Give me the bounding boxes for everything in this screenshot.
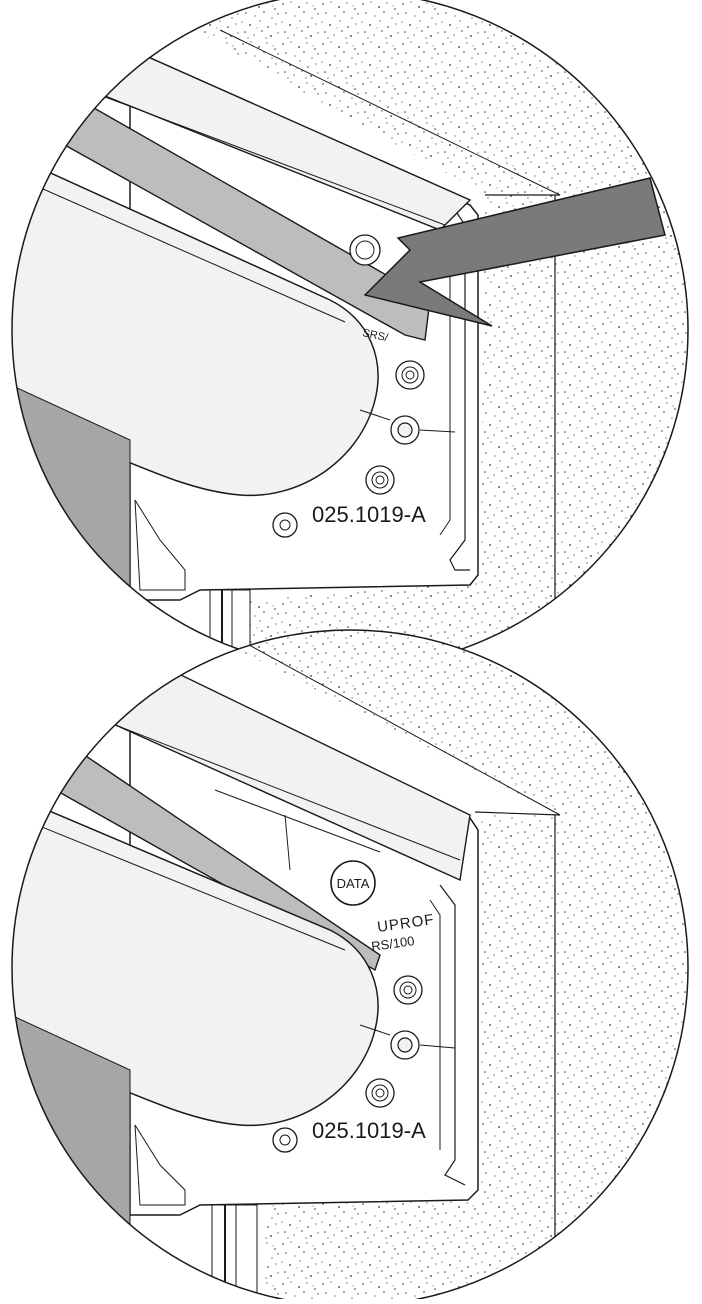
screw-boss-4: [272, 512, 298, 538]
model-label: RS/100: [370, 933, 415, 954]
detail-circle-top: 025.1019-A SRS/: [11, 0, 689, 669]
partial-label-top: SRS/: [361, 327, 390, 344]
screw-boss-2: [395, 360, 425, 390]
part-number-bottom: 025.1019-A: [312, 1118, 426, 1143]
detail-circle-bottom: DATA UPROF RS/100 025.1019-A: [11, 629, 689, 1304]
screw-boss-3: [365, 465, 395, 495]
wall-top: [160, 0, 688, 668]
screw-boss-1: [349, 234, 381, 266]
push-direction-arrow: [363, 177, 666, 327]
part-number-top: 025.1019-A: [312, 502, 426, 527]
screw-boss-6: [365, 1078, 395, 1108]
data-badge-label: DATA: [337, 876, 370, 891]
screw-boss-5: [393, 975, 423, 1005]
wall-bottom: [180, 630, 688, 1304]
data-badge: [330, 860, 376, 906]
screw-boss-7: [272, 1127, 298, 1153]
